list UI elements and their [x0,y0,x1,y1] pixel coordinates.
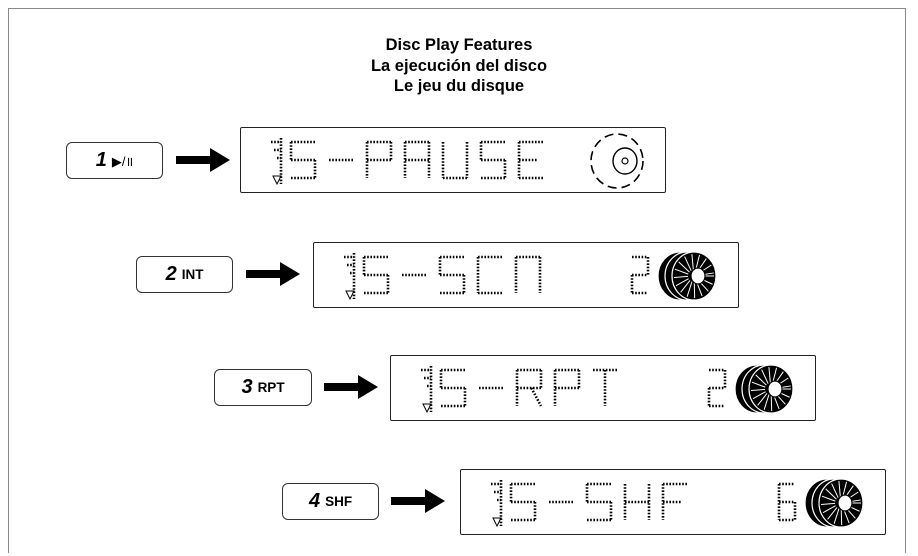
lcd-segment-text [421,364,794,414]
disc-outline-icon [590,133,644,189]
arrow-right-icon [324,375,378,399]
button-label: RPT [257,380,285,395]
title-spanish: La ejecución del disco [370,56,548,75]
button-label: INT [181,267,204,282]
lcd-display [240,127,666,193]
shuffle-button[interactable]: 4 SHF [282,483,379,520]
arrow-right-icon [176,148,230,172]
disc-spinning-icon [657,251,717,301]
lcd-display [313,242,739,308]
title-french: Le jeu du disque [393,77,525,95]
lcd-display [390,355,816,421]
button-number: 4 [308,490,321,512]
button-label: SHF [325,494,353,509]
lcd-display [460,469,886,535]
button-number: 1 [95,149,107,171]
button-number: 2 [165,263,177,285]
lcd-segment-text [491,478,864,528]
lcd-segment-text [344,251,717,301]
play-pause-icon: ▶/॥ [111,153,134,169]
page-frame [8,8,906,553]
lcd-segment-text [271,133,644,189]
button-number: 3 [241,376,253,398]
arrow-right-icon [391,489,445,513]
arrow-right-icon [246,262,300,286]
disc-spinning-icon [734,364,794,414]
repeat-button[interactable]: 3 RPT [214,369,312,406]
title-english: Disc Play Features [385,36,533,54]
play-pause-button[interactable]: 1 ▶/॥ [66,142,163,179]
title-block: Disc Play Features La ejecución del disc… [0,35,918,97]
intro-scan-button[interactable]: 2 INT [136,256,233,293]
disc-spinning-icon [804,478,864,528]
